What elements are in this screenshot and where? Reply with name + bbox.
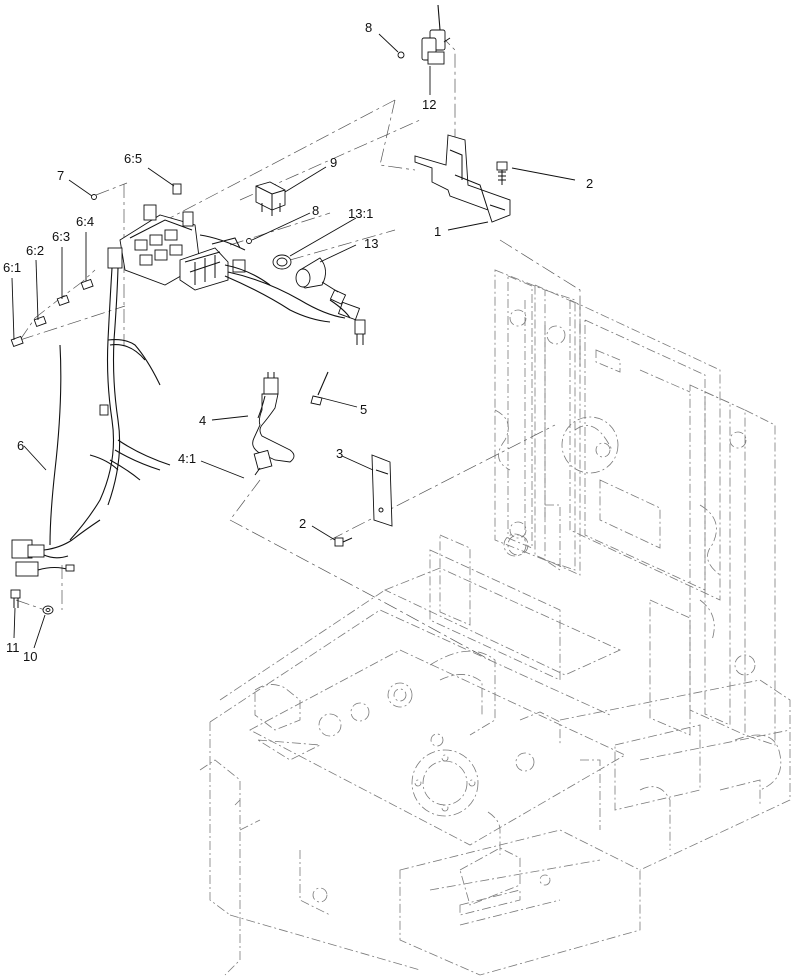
callout-2-top: 2 bbox=[586, 176, 593, 191]
bolt-part-11 bbox=[10, 589, 21, 608]
screw-part-8-top bbox=[397, 51, 405, 59]
boot-part-13 bbox=[272, 254, 339, 293]
callout-6-2: 6:2 bbox=[26, 243, 44, 258]
fuse-block-harness bbox=[107, 204, 366, 345]
switch-part-12 bbox=[421, 4, 451, 65]
callout-6: 6 bbox=[17, 438, 24, 453]
screw-part-7 bbox=[91, 194, 97, 200]
bolt-part-2-bottom bbox=[334, 537, 353, 547]
bolt-part-2-top bbox=[496, 161, 508, 185]
callout-11: 11 bbox=[6, 640, 20, 655]
callout-3: 3 bbox=[336, 446, 343, 461]
pigtail-part-4 bbox=[252, 372, 295, 476]
screw-part-8-mid bbox=[246, 238, 252, 244]
callout-labels: 8 12 2 1 7 6:5 9 8 13:1 13 6:4 6:3 6:2 6… bbox=[3, 20, 593, 664]
callout-4-1: 4:1 bbox=[178, 451, 196, 466]
callout-4: 4 bbox=[199, 413, 206, 428]
callout-1: 1 bbox=[434, 224, 441, 239]
callout-12: 12 bbox=[422, 97, 436, 112]
callout-8-top: 8 bbox=[365, 20, 372, 35]
callout-10: 10 bbox=[23, 649, 37, 664]
probe-part-5 bbox=[310, 371, 329, 406]
callout-5: 5 bbox=[360, 402, 367, 417]
harness-cable-part-6 bbox=[11, 267, 171, 577]
callout-8-mid: 8 bbox=[312, 203, 319, 218]
callout-9: 9 bbox=[330, 155, 337, 170]
plate-part-3 bbox=[371, 454, 393, 527]
callout-6-1: 6:1 bbox=[3, 260, 21, 275]
callout-2-bottom: 2 bbox=[299, 516, 306, 531]
terminals-6-1-to-6-4 bbox=[10, 278, 94, 348]
callout-6-5: 6:5 bbox=[124, 151, 142, 166]
callout-13-1: 13:1 bbox=[348, 206, 373, 221]
callout-7: 7 bbox=[57, 168, 64, 183]
callout-6-3: 6:3 bbox=[52, 229, 70, 244]
frame-phantom bbox=[199, 269, 791, 976]
bracket-part-1 bbox=[414, 134, 511, 223]
callout-6-4: 6:4 bbox=[76, 214, 94, 229]
washer-part-10 bbox=[42, 605, 54, 615]
relay-part-9 bbox=[255, 181, 286, 216]
callout-13: 13 bbox=[364, 236, 378, 251]
assembly-centerlines bbox=[15, 34, 581, 661]
leader-lines bbox=[11, 33, 576, 649]
fuse-part-6-5 bbox=[172, 183, 182, 195]
